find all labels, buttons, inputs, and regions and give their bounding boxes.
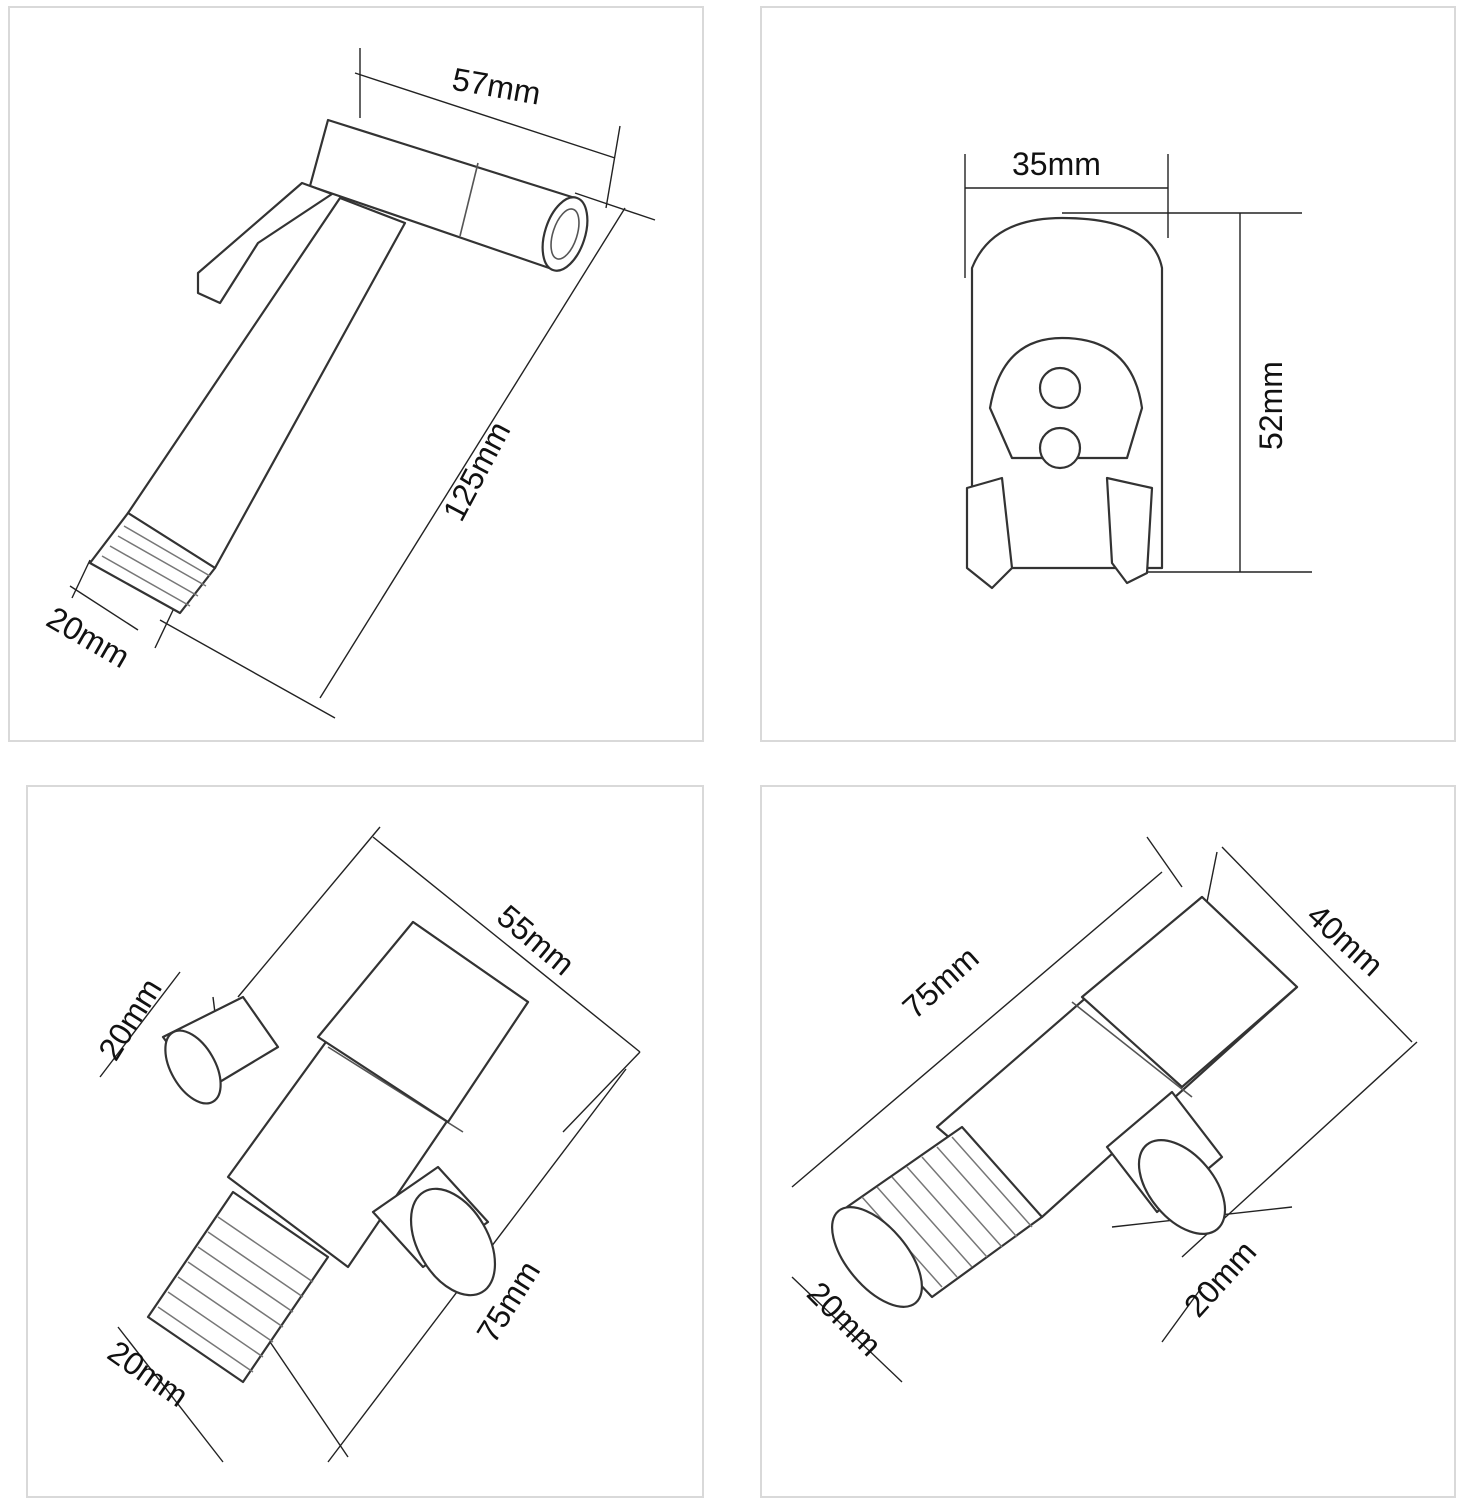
valve-b-hex [1080,895,1299,1089]
sprayer-drawing: 57mm 125mm 20mm [41,48,656,719]
label-20mm: 20mm [41,599,136,675]
holder-arm-left [965,476,1014,590]
holder-arm-right [1105,476,1154,585]
valve-b-drawing: 75mm 40mm 20mm 20mm [791,836,1418,1383]
valve-a-hex [316,920,530,1124]
label-57mm: 57mm [450,61,544,112]
valve-a-drawing: 55mm 75mm 20mm 20mm [91,826,641,1463]
sprayer-lever [196,181,334,305]
panel-valve-b: 75mm 40mm 20mm 20mm [760,785,1456,1498]
label-20mm-right: 20mm [1177,1234,1263,1324]
sprayer-handle [126,196,407,570]
label-52mm: 52mm [1253,361,1289,450]
label-55mm: 55mm [490,898,581,983]
label-20mm-left: 20mm [91,972,169,1066]
holder-drawing: 35mm 52mm [964,146,1312,590]
panel-sprayer: 57mm 125mm 20mm [8,6,704,742]
valve-a-thread [146,1190,330,1384]
label-75mm: 75mm [895,939,985,1025]
label-125mm: 125mm [436,415,518,526]
panel-holder: 35mm 52mm [760,6,1456,742]
label-35mm: 35mm [1012,146,1101,182]
panel-valve-a: 55mm 75mm 20mm 20mm [26,785,704,1498]
label-20mm-bottom: 20mm [101,1333,194,1413]
